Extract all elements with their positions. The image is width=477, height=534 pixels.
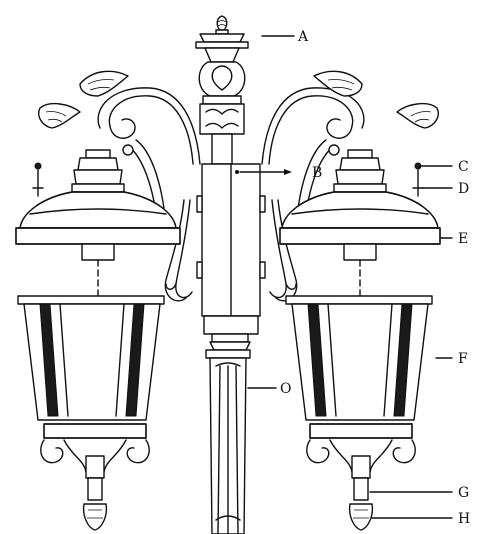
part-labels: A B C D E F G H O — [280, 29, 470, 527]
label-d: D — [458, 181, 469, 197]
central-pole — [195, 15, 266, 534]
label-g: G — [458, 485, 469, 501]
right-lantern — [279, 149, 441, 531]
junction-box — [196, 163, 266, 335]
top-finial — [195, 15, 249, 165]
label-c: C — [458, 159, 469, 175]
label-o: O — [280, 381, 291, 397]
label-a: A — [297, 29, 309, 45]
right-scroll-arm — [261, 70, 439, 302]
left-lantern — [15, 149, 181, 531]
leader-lines — [239, 35, 453, 519]
lower-pole-shaft — [205, 333, 251, 534]
label-b: B — [312, 165, 322, 181]
label-e: E — [458, 231, 468, 247]
label-f: F — [458, 351, 468, 367]
label-h: H — [458, 511, 470, 527]
left-scroll-arm — [38, 70, 201, 302]
